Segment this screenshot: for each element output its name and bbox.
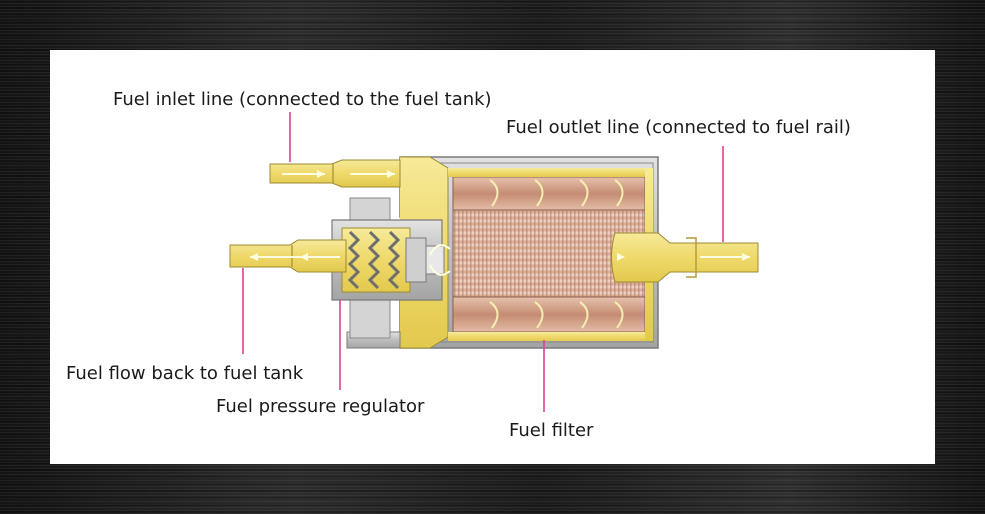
- pressure-regulator: [331, 197, 451, 339]
- filter-element: [448, 168, 653, 341]
- label-filter: Fuel filter: [509, 420, 594, 441]
- return-pipe: [229, 239, 347, 273]
- label-inlet: Fuel inlet line (connected to the fuel t…: [113, 89, 492, 110]
- label-return-flow: Fuel flow back to fuel tank: [66, 363, 304, 384]
- fuel-filter-diagram: Fuel inlet line (connected to the fuel t…: [66, 89, 851, 441]
- diagram-panel: Fuel inlet line (connected to the fuel t…: [50, 50, 935, 464]
- label-outlet: Fuel outlet line (connected to fuel rail…: [506, 117, 851, 138]
- outlet-pipe: [611, 232, 759, 283]
- label-regulator: Fuel pressure regulator: [216, 396, 425, 417]
- inlet-pipe: [269, 159, 401, 188]
